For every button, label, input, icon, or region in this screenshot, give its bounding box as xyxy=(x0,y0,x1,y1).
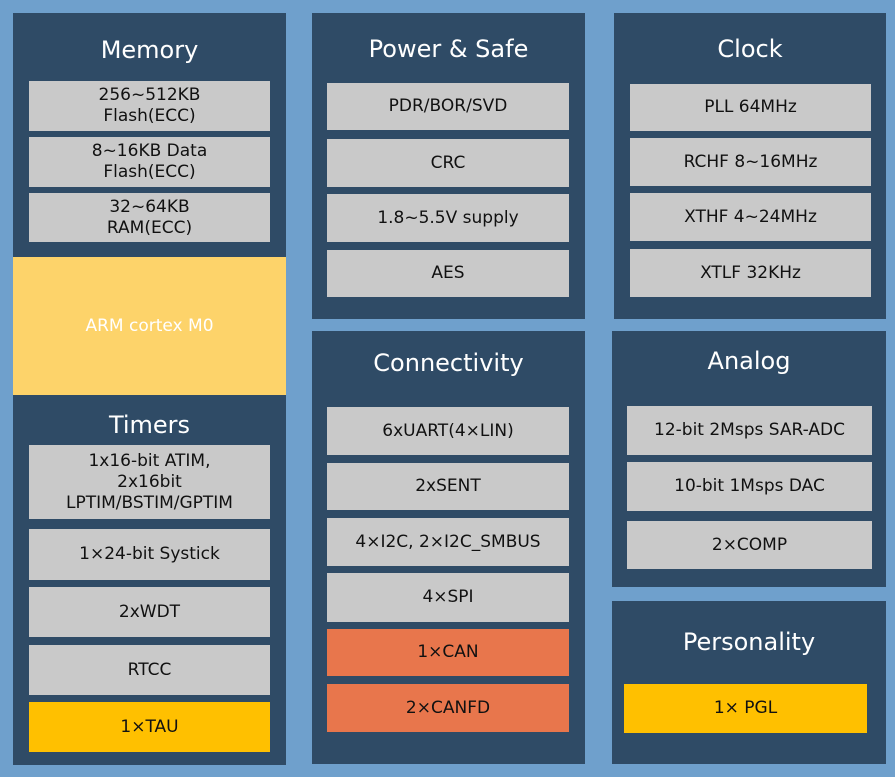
power-crc: CRC xyxy=(327,139,569,187)
personality-pgl: 1× PGL xyxy=(624,684,867,733)
arm-core-label: ARM cortex M0 xyxy=(85,316,214,336)
timers-tau: 1×TAU xyxy=(29,702,270,752)
clock-panel: Clock PLL 64MHz RCHF 8~16MHz XTHF 4~24MH… xyxy=(614,13,886,319)
memory-flash: 256~512KB Flash(ECC) xyxy=(29,81,270,131)
personality-title: Personality xyxy=(682,628,816,656)
arm-core-block: ARM cortex M0 xyxy=(13,257,286,395)
connectivity-spi: 4×SPI xyxy=(327,573,569,622)
power-supply: 1.8~5.5V supply xyxy=(327,194,569,242)
timers-wdt: 2xWDT xyxy=(29,587,270,637)
timers-atim: 1x16-bit ATIM, 2x16bit LPTIM/BSTIM/GPTIM xyxy=(29,445,270,519)
timers-title: Timers xyxy=(108,411,191,439)
memory-ram: 32~64KB RAM(ECC) xyxy=(29,193,270,242)
timers-rtcc: RTCC xyxy=(29,645,270,695)
clock-xthf: XTHF 4~24MHz xyxy=(630,193,871,241)
memory-title: Memory xyxy=(100,36,199,64)
connectivity-title: Connectivity xyxy=(373,349,524,377)
connectivity-sent: 2xSENT xyxy=(327,463,569,510)
connectivity-canfd: 2×CANFD xyxy=(327,684,569,732)
personality-panel: Personality 1× PGL xyxy=(612,601,886,764)
connectivity-can: 1×CAN xyxy=(327,629,569,676)
analog-dac: 10-bit 1Msps DAC xyxy=(627,462,872,511)
power-aes: AES xyxy=(327,250,569,297)
connectivity-uart: 6xUART(4×LIN) xyxy=(327,407,569,455)
timers-panel: Timers 1x16-bit ATIM, 2x16bit LPTIM/BSTI… xyxy=(13,395,286,765)
analog-panel: Analog 12-bit 2Msps SAR-ADC 10-bit 1Msps… xyxy=(612,331,886,587)
analog-adc: 12-bit 2Msps SAR-ADC xyxy=(627,406,872,455)
clock-xtlf: XTLF 32KHz xyxy=(630,249,871,297)
clock-title: Clock xyxy=(717,35,783,63)
clock-rchf: RCHF 8~16MHz xyxy=(630,138,871,186)
timers-systick: 1×24-bit Systick xyxy=(29,529,270,580)
analog-comp: 2×COMP xyxy=(627,521,872,569)
power-pdr-bor-svd: PDR/BOR/SVD xyxy=(327,83,569,130)
analog-title: Analog xyxy=(707,347,791,375)
memory-data-flash: 8~16KB Data Flash(ECC) xyxy=(29,137,270,187)
connectivity-i2c: 4×I2C, 2×I2C_SMBUS xyxy=(327,518,569,566)
power-safe-title: Power & Safe xyxy=(368,35,529,63)
power-safe-panel: Power & Safe PDR/BOR/SVD CRC 1.8~5.5V su… xyxy=(312,13,585,319)
clock-pll: PLL 64MHz xyxy=(630,84,871,131)
memory-panel: Memory 256~512KB Flash(ECC) 8~16KB Data … xyxy=(13,13,286,257)
connectivity-panel: Connectivity 6xUART(4×LIN) 2xSENT 4×I2C,… xyxy=(312,331,585,764)
